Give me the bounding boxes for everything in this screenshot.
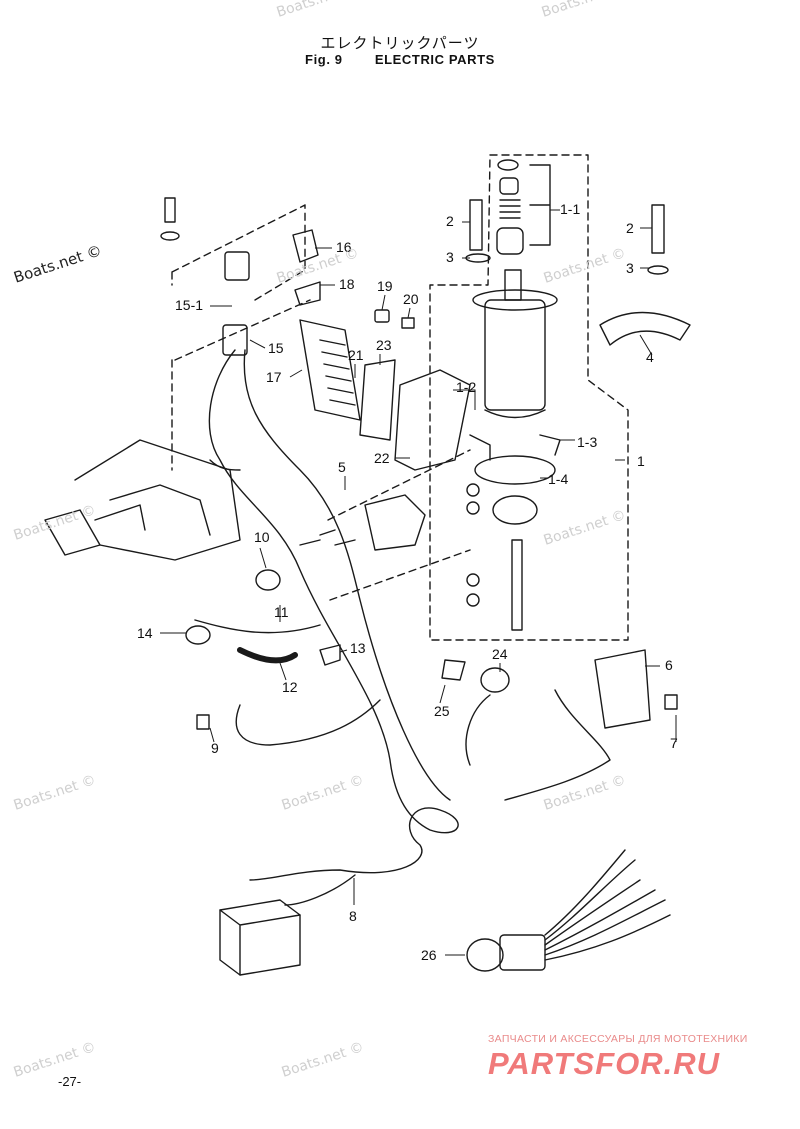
callout-6: 6 xyxy=(665,657,673,673)
starter-bracket xyxy=(599,311,691,346)
callout-1: 1 xyxy=(637,453,645,469)
callout-2: 2 xyxy=(446,213,454,229)
callout-9: 9 xyxy=(211,740,219,756)
callout-1-4: 1-4 xyxy=(548,471,568,487)
figure-title-japanese: エレクトリックパーツ xyxy=(320,34,480,52)
callout-10: 10 xyxy=(254,529,270,545)
callout-22: 22 xyxy=(374,450,390,466)
callout-26: 26 xyxy=(421,947,437,963)
callout-13: 13 xyxy=(350,640,366,656)
bracket-assembly-outline xyxy=(171,204,306,301)
callout-3-right: 3 xyxy=(626,260,634,276)
callout-4: 4 xyxy=(646,349,654,365)
callout-19: 19 xyxy=(377,278,393,294)
regulator xyxy=(594,649,651,729)
figure-title: Fig. 9 ELECTRIC PARTS xyxy=(0,52,800,67)
page-number: -27- xyxy=(58,1074,82,1089)
figure-title-english: ELECTRIC PARTS xyxy=(374,52,495,67)
shop-brand-logo[interactable]: PARTSFOR.RU xyxy=(488,1046,721,1081)
callout-7: 7 xyxy=(670,735,678,751)
callout-1-1: 1-1 xyxy=(560,201,580,217)
callout-labels: 1 1-1 1-2 1-3 1-4 2 2 3 3 4 5 6 7 8 9 10… xyxy=(137,201,678,963)
callout-14: 14 xyxy=(137,625,153,641)
callout-24: 24 xyxy=(492,646,508,662)
callout-5: 5 xyxy=(338,459,346,475)
callout-15: 15 xyxy=(268,340,284,356)
engine-connector xyxy=(466,849,671,972)
callout-1-2: 1-2 xyxy=(456,379,476,395)
callout-11: 11 xyxy=(274,604,289,620)
callout-18: 18 xyxy=(339,276,355,292)
wire-harness xyxy=(208,349,459,881)
callout-16: 16 xyxy=(336,239,352,255)
starter-assembly-outline xyxy=(429,154,629,641)
callout-2-right: 2 xyxy=(626,220,634,236)
shop-tagline: ЗАПЧАСТИ И АКСЕССУАРЫ ДЛЯ МОТОТЕХНИКИ xyxy=(488,1033,748,1045)
callout-15-1: 15-1 xyxy=(175,297,203,313)
callout-3: 3 xyxy=(446,249,454,265)
battery xyxy=(219,899,301,976)
callout-1-3: 1-3 xyxy=(577,434,597,450)
rectifier xyxy=(299,319,361,421)
figure-number: Fig. 9 xyxy=(305,52,343,67)
starter-motor xyxy=(472,269,558,419)
callout-17: 17 xyxy=(266,369,282,385)
ignition-coil xyxy=(364,494,426,551)
callout-23: 23 xyxy=(376,337,392,353)
callout-20: 20 xyxy=(403,291,419,307)
callout-21: 21 xyxy=(348,347,364,363)
callout-12: 12 xyxy=(282,679,298,695)
callout-8: 8 xyxy=(349,908,357,924)
engine-housing-sketch xyxy=(44,439,241,561)
callout-25: 25 xyxy=(434,703,450,719)
cdi-unit xyxy=(394,369,471,471)
